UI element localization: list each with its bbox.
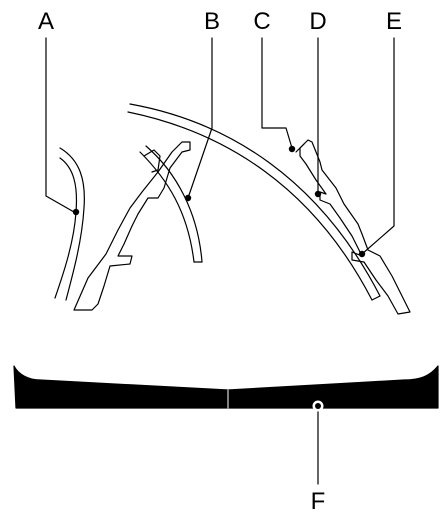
left-step-pillar (73, 141, 191, 311)
callout-dots (72, 145, 366, 258)
label-e: E (385, 8, 403, 35)
leader-lines (45, 37, 395, 485)
callout-dot-b (184, 194, 192, 202)
callout-dot-c (288, 145, 296, 153)
main-arc (127, 103, 381, 301)
label-b: B (203, 8, 221, 35)
label-f: F (310, 488, 326, 515)
guide-line-a (54, 147, 85, 301)
callout-dot-e (358, 250, 366, 258)
guide-line-b (139, 145, 203, 263)
callout-dot-a (72, 208, 80, 216)
label-d: D (309, 8, 327, 35)
label-c: C (253, 8, 271, 35)
label-a: A (37, 8, 55, 35)
callout-dot-d (314, 190, 322, 198)
bottom-bar (13, 365, 439, 409)
